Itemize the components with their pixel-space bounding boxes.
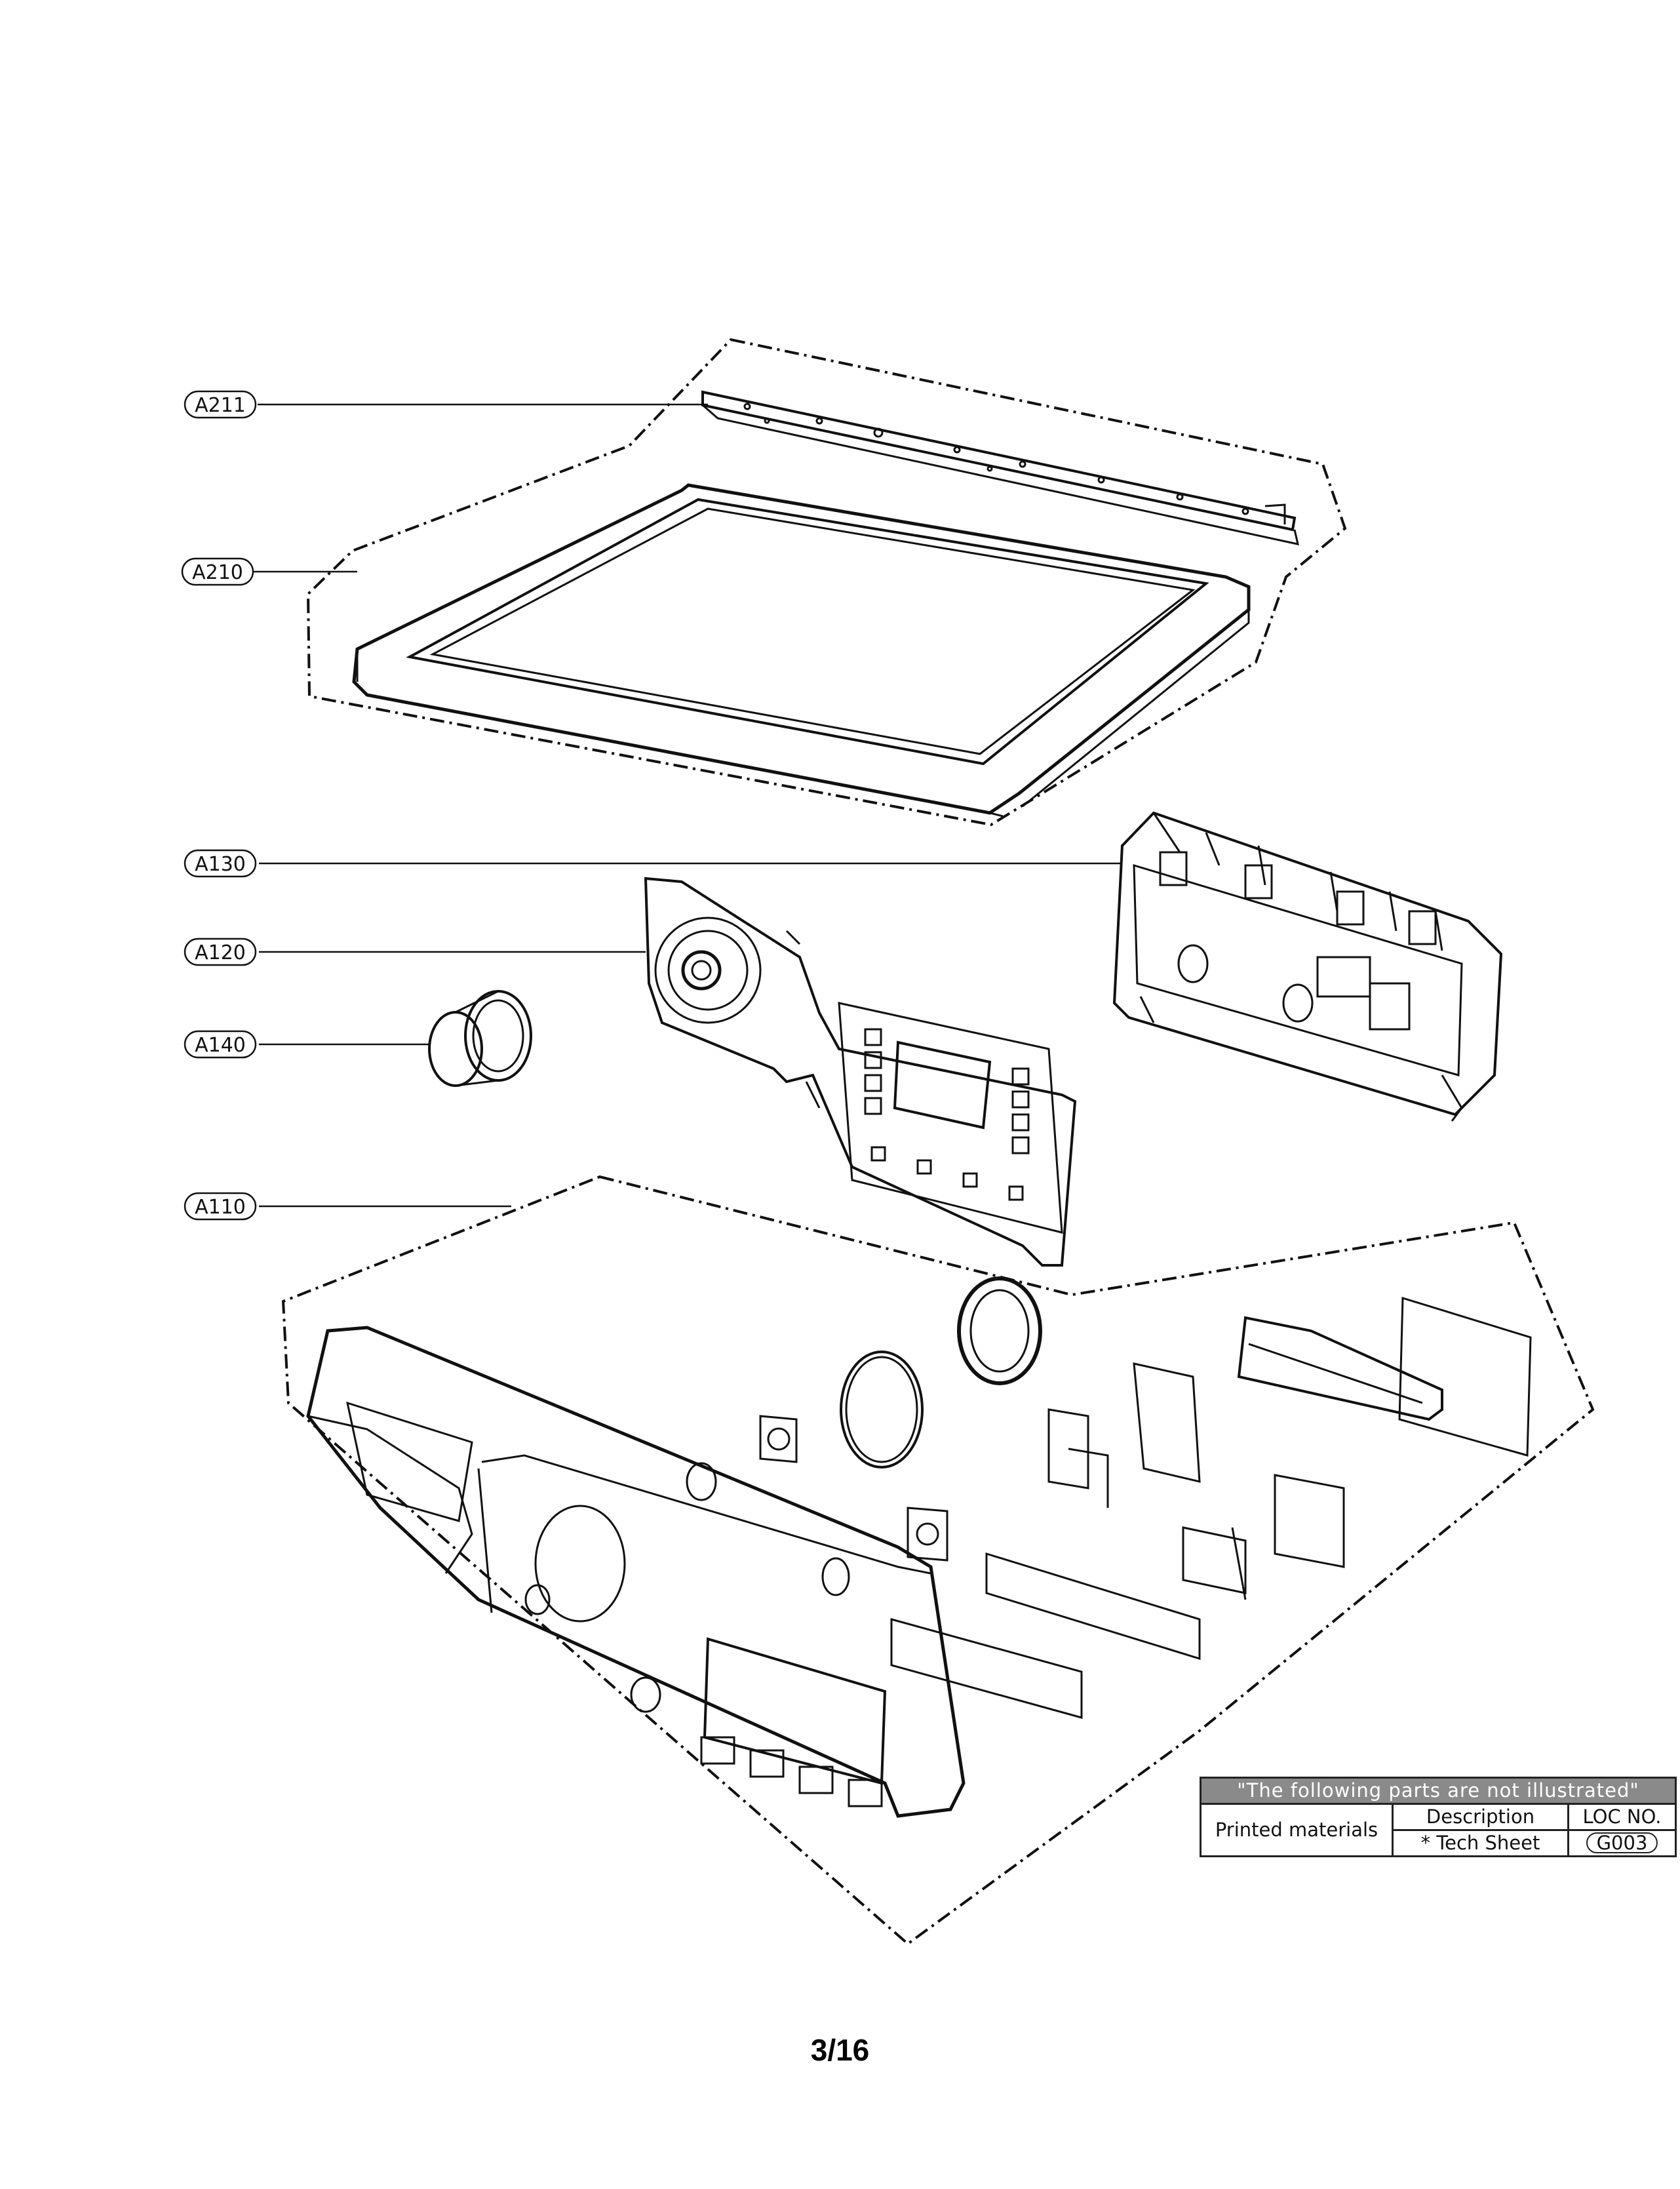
panel-small-parts	[686, 1276, 1532, 1719]
callout-a130: A130	[195, 853, 246, 876]
callout-oval-a110	[184, 1192, 257, 1221]
item-loc-cell: G003	[1567, 1829, 1677, 1857]
loc-code-g003: G003	[1586, 1832, 1658, 1853]
callout-oval-a120	[184, 937, 257, 966]
callout-a210: A210	[192, 561, 243, 584]
control-pcb-assembly	[1112, 811, 1503, 1122]
bottom-group-boundary	[281, 1175, 1595, 1946]
front-control-panel	[306, 1326, 966, 1818]
top-panel	[352, 483, 1251, 818]
item-tech-sheet: * Tech Sheet	[1392, 1829, 1569, 1857]
callout-oval-a140	[184, 1030, 257, 1059]
top-rail-bracket	[701, 390, 1299, 545]
callout-oval-a211	[184, 390, 257, 419]
callout-a140: A140	[195, 1034, 246, 1057]
table-header: "The following parts are not illustrated…	[1200, 1777, 1677, 1805]
page-number: 3/16	[810, 2033, 870, 2067]
row-label-printed-materials: Printed materials	[1200, 1803, 1394, 1857]
callout-leaders	[252, 403, 1121, 1208]
col-description-header: Description	[1392, 1803, 1569, 1831]
callout-a120: A120	[195, 941, 246, 964]
dial-knob	[428, 990, 532, 1087]
control-panel-frame	[644, 877, 1077, 1267]
callout-oval-a210	[181, 557, 254, 586]
not-illustrated-parts-table: "The following parts are not illustrated…	[1200, 1777, 1677, 1857]
callout-a110: A110	[195, 1196, 246, 1219]
callout-ovals	[181, 390, 257, 1221]
top-group-boundary	[306, 338, 1347, 827]
col-loc-header: LOC NO.	[1567, 1803, 1677, 1831]
callout-oval-a130	[184, 849, 257, 878]
callout-a211: A211	[195, 394, 246, 417]
